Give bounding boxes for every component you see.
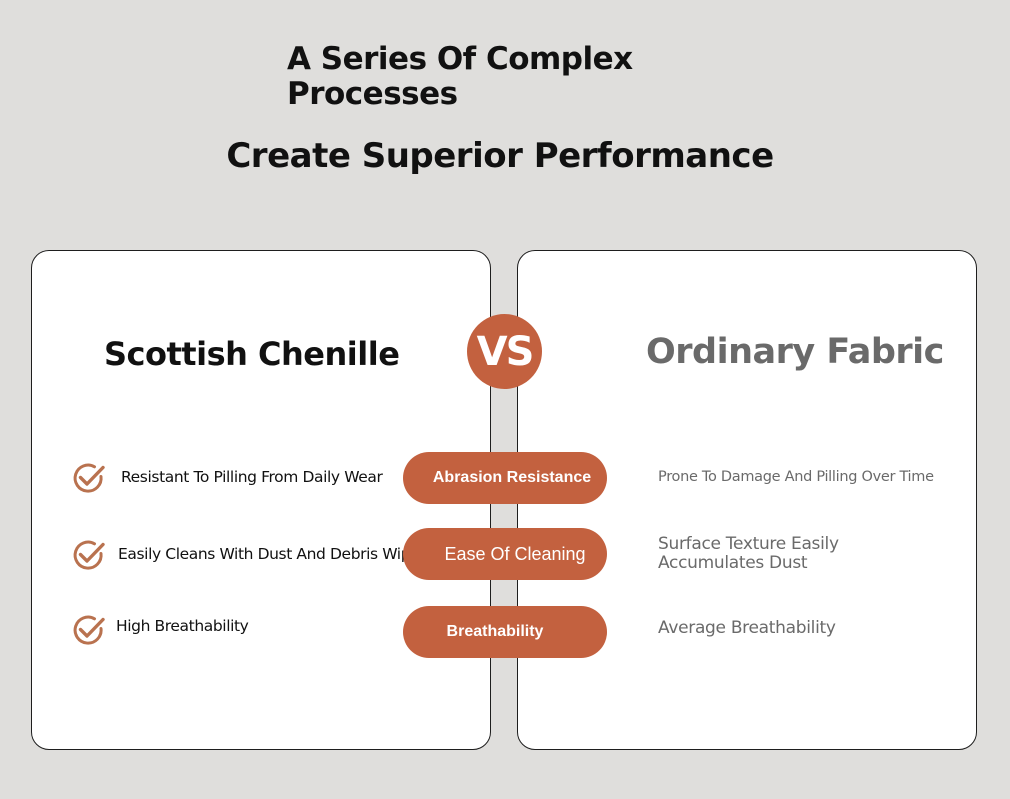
- check-circle-icon: [70, 459, 108, 497]
- headline-line-1: A Series Of Complex: [287, 41, 633, 77]
- left-card-title: Scottish Chenille: [104, 335, 400, 373]
- right-desc-2-line-2: Accumulates Dust: [658, 553, 808, 573]
- category-pill-ease-of-cleaning: Ease Of Cleaning: [403, 528, 607, 580]
- right-desc-3: Average Breathability: [658, 618, 836, 638]
- right-card-title: Ordinary Fabric: [646, 332, 944, 372]
- category-pill-abrasion-resistance: Abrasion Resistance: [403, 452, 607, 504]
- right-desc-2: Surface Texture Easily Accumulates Dust: [658, 535, 839, 573]
- check-circle-icon: [70, 536, 108, 574]
- left-feature-2: Easily Cleans With Dust And Debris Wipin…: [118, 545, 433, 563]
- category-pill-breathability: Breathability: [403, 606, 607, 658]
- vs-badge: VS: [467, 314, 542, 389]
- headline-line-2: Processes: [287, 76, 458, 112]
- headline-title: A Series Of Complex Processes: [287, 42, 667, 112]
- left-feature-1: Resistant To Pilling From Daily Wear: [121, 468, 383, 486]
- left-feature-3: High Breathability: [116, 617, 249, 635]
- right-desc-2-line-1: Surface Texture Easily: [658, 534, 839, 554]
- headline-subtitle: Create Superior Performance: [226, 136, 774, 176]
- right-desc-1: Prone To Damage And Pilling Over Time: [658, 469, 934, 485]
- check-circle-icon: [70, 611, 108, 649]
